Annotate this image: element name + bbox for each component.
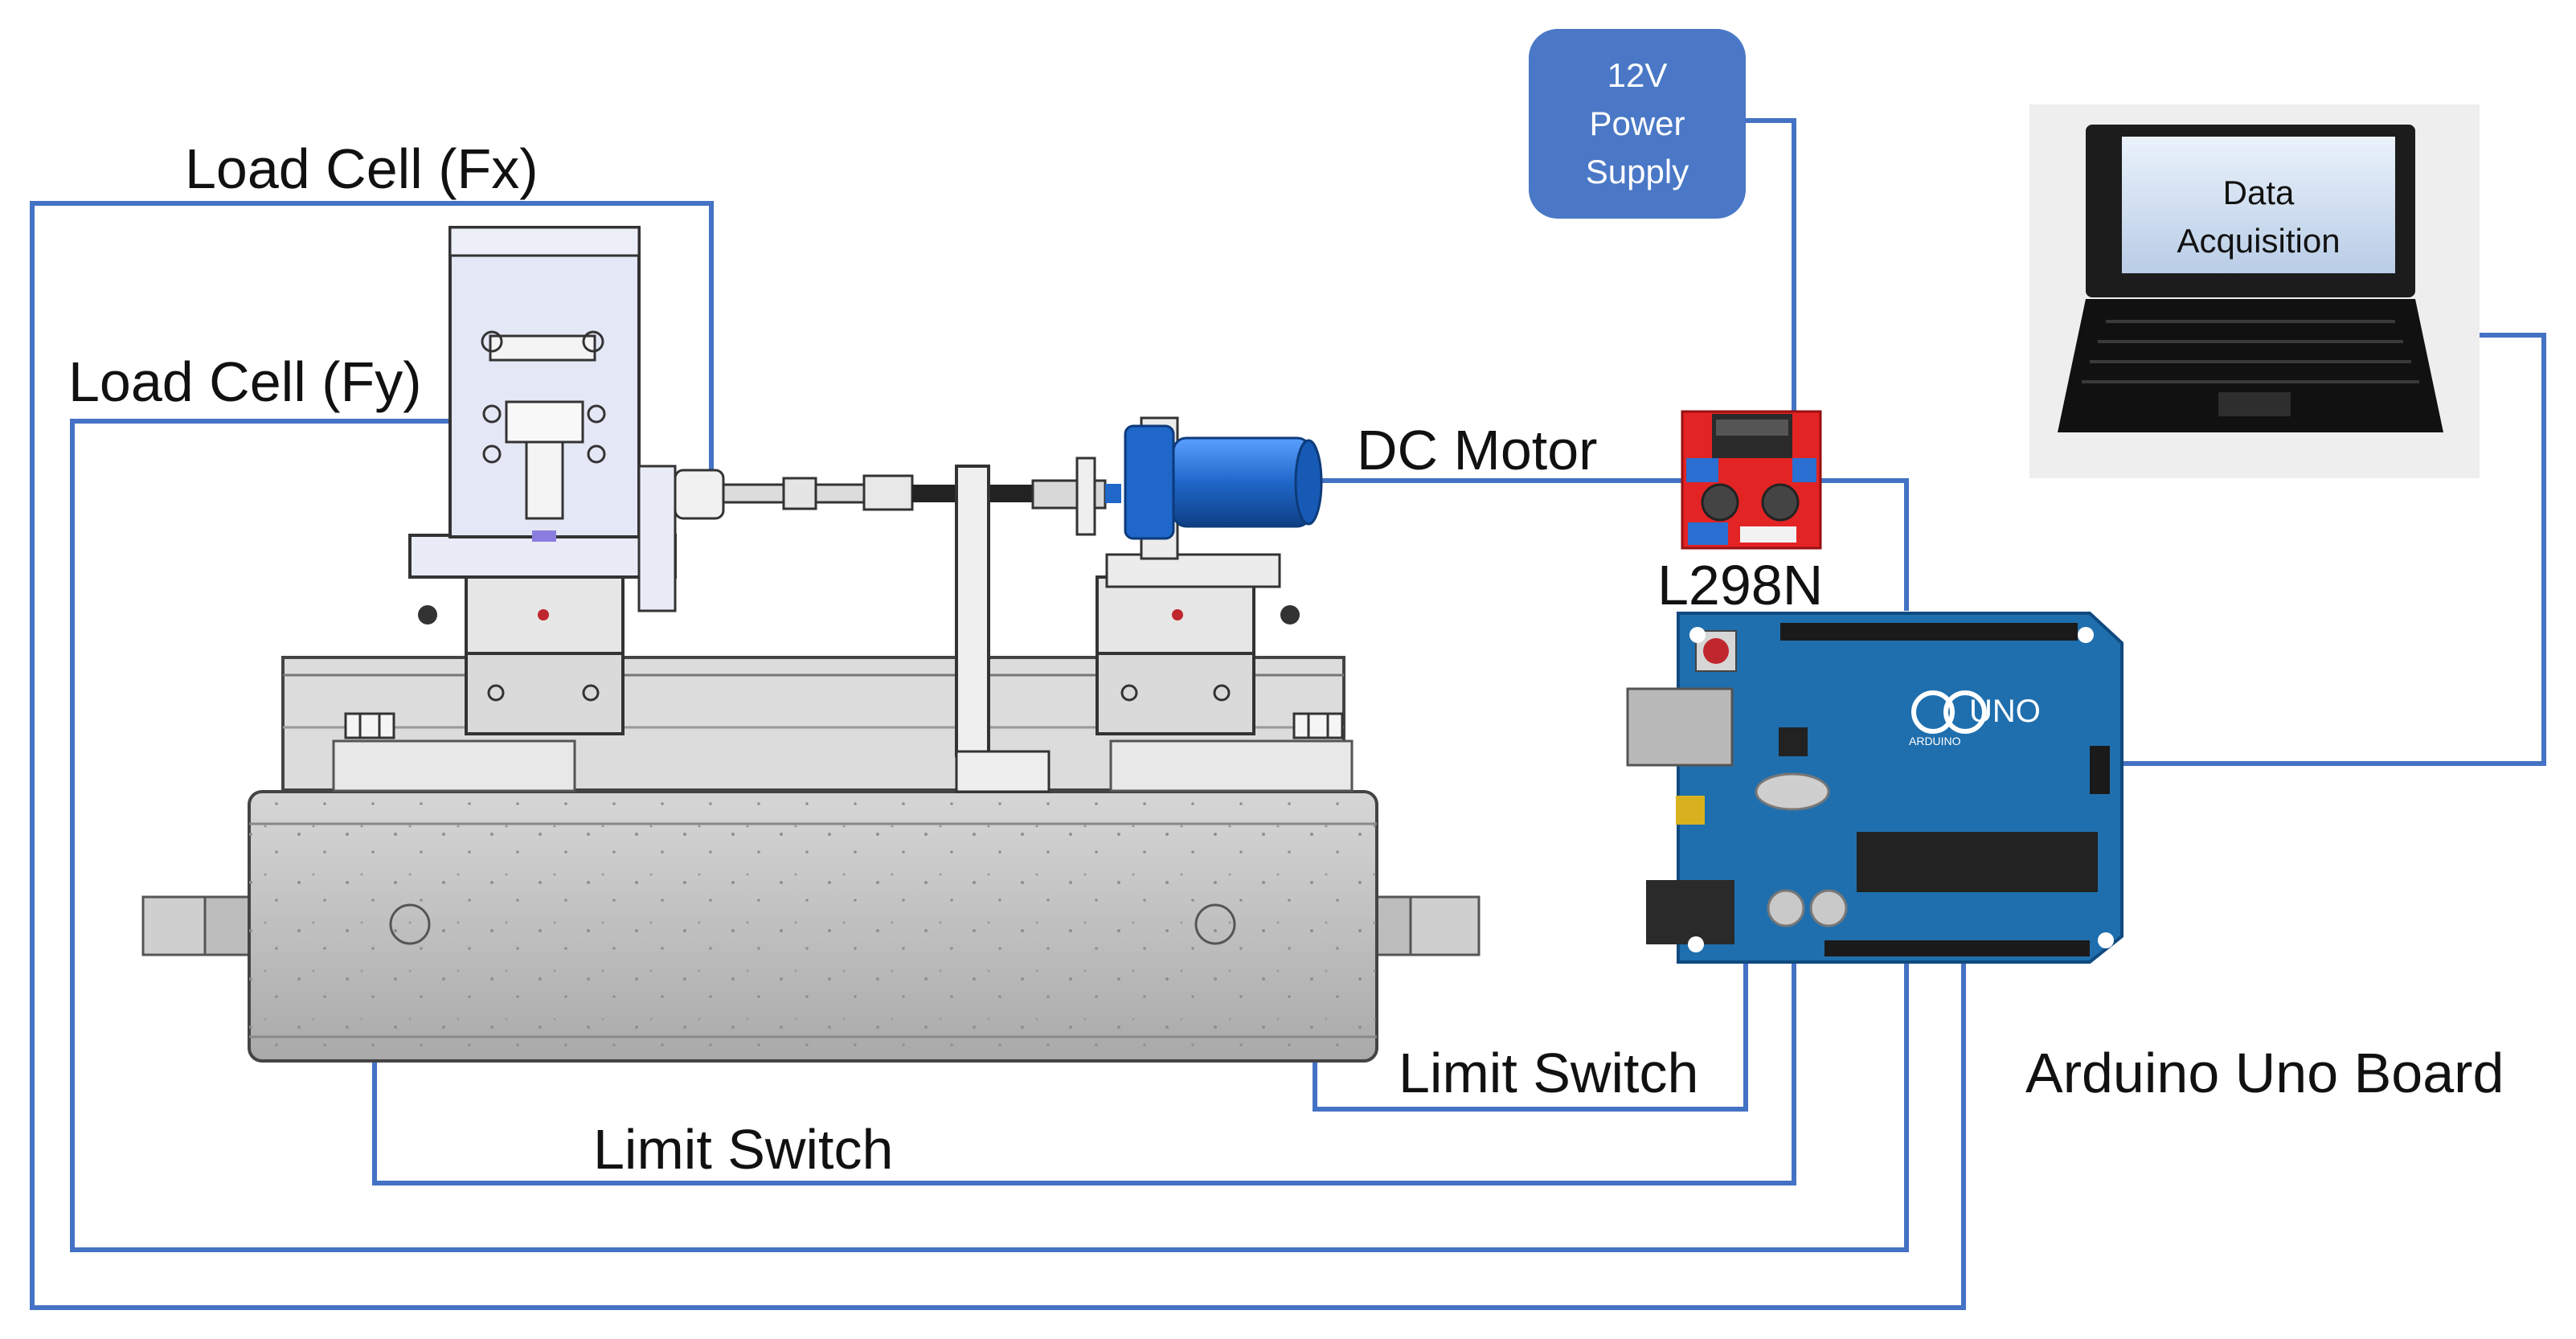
label-dc-motor: DC Motor — [1357, 419, 1598, 481]
laptop-screen-text: Data Acquisition — [2122, 169, 2395, 265]
wire-laptop-arduino — [2115, 333, 2546, 766]
usb-port — [1626, 687, 1734, 767]
wire-load-cell-fy — [70, 419, 1909, 1252]
dc-motor-part — [1124, 424, 1323, 540]
label-limit-switch-right: Limit Switch — [1399, 1042, 1699, 1104]
l298n-driver — [1681, 410, 1822, 550]
screw-support — [955, 465, 990, 757]
power-supply-line1: 12V — [1607, 56, 1668, 94]
test-rig — [141, 226, 1480, 1063]
arduino-uno-mark: UNO — [1969, 694, 2041, 729]
label-load-cell-fx: Load Cell (Fx) — [185, 137, 539, 200]
label-arduino-board: Arduino Uno Board — [2025, 1042, 2504, 1104]
label-load-cell-fy: Load Cell (Fy) — [68, 350, 422, 413]
laptop-computer — [2029, 104, 2480, 478]
limit-switch-right-part — [1292, 712, 1344, 739]
wire-load-cell-fx — [30, 201, 1966, 1310]
atmega-chip — [1857, 832, 2098, 892]
label-l298n: L298N — [1657, 554, 1824, 616]
laptop-line2: Acquisition — [2177, 222, 2341, 260]
label-limit-switch-left: Limit Switch — [593, 1118, 894, 1181]
arduino-mark: ARDUINO — [1909, 735, 1961, 747]
arduino-uno-part — [1626, 612, 2123, 964]
power-supply-line3: Supply — [1585, 153, 1689, 190]
dc-jack — [1646, 880, 1734, 944]
laptop-line1: Data — [2222, 174, 2295, 211]
power-supply-line2: Power — [1589, 104, 1685, 142]
power-supply-box: 12V Power Supply — [1529, 29, 1746, 219]
wire-driver-arduino — [1800, 478, 1909, 611]
load-cell-fy-part — [505, 400, 584, 444]
lead-screw-assembly — [674, 457, 1121, 536]
wire-power-supply — [1746, 118, 1796, 418]
limit-switch-left-part — [344, 712, 395, 739]
